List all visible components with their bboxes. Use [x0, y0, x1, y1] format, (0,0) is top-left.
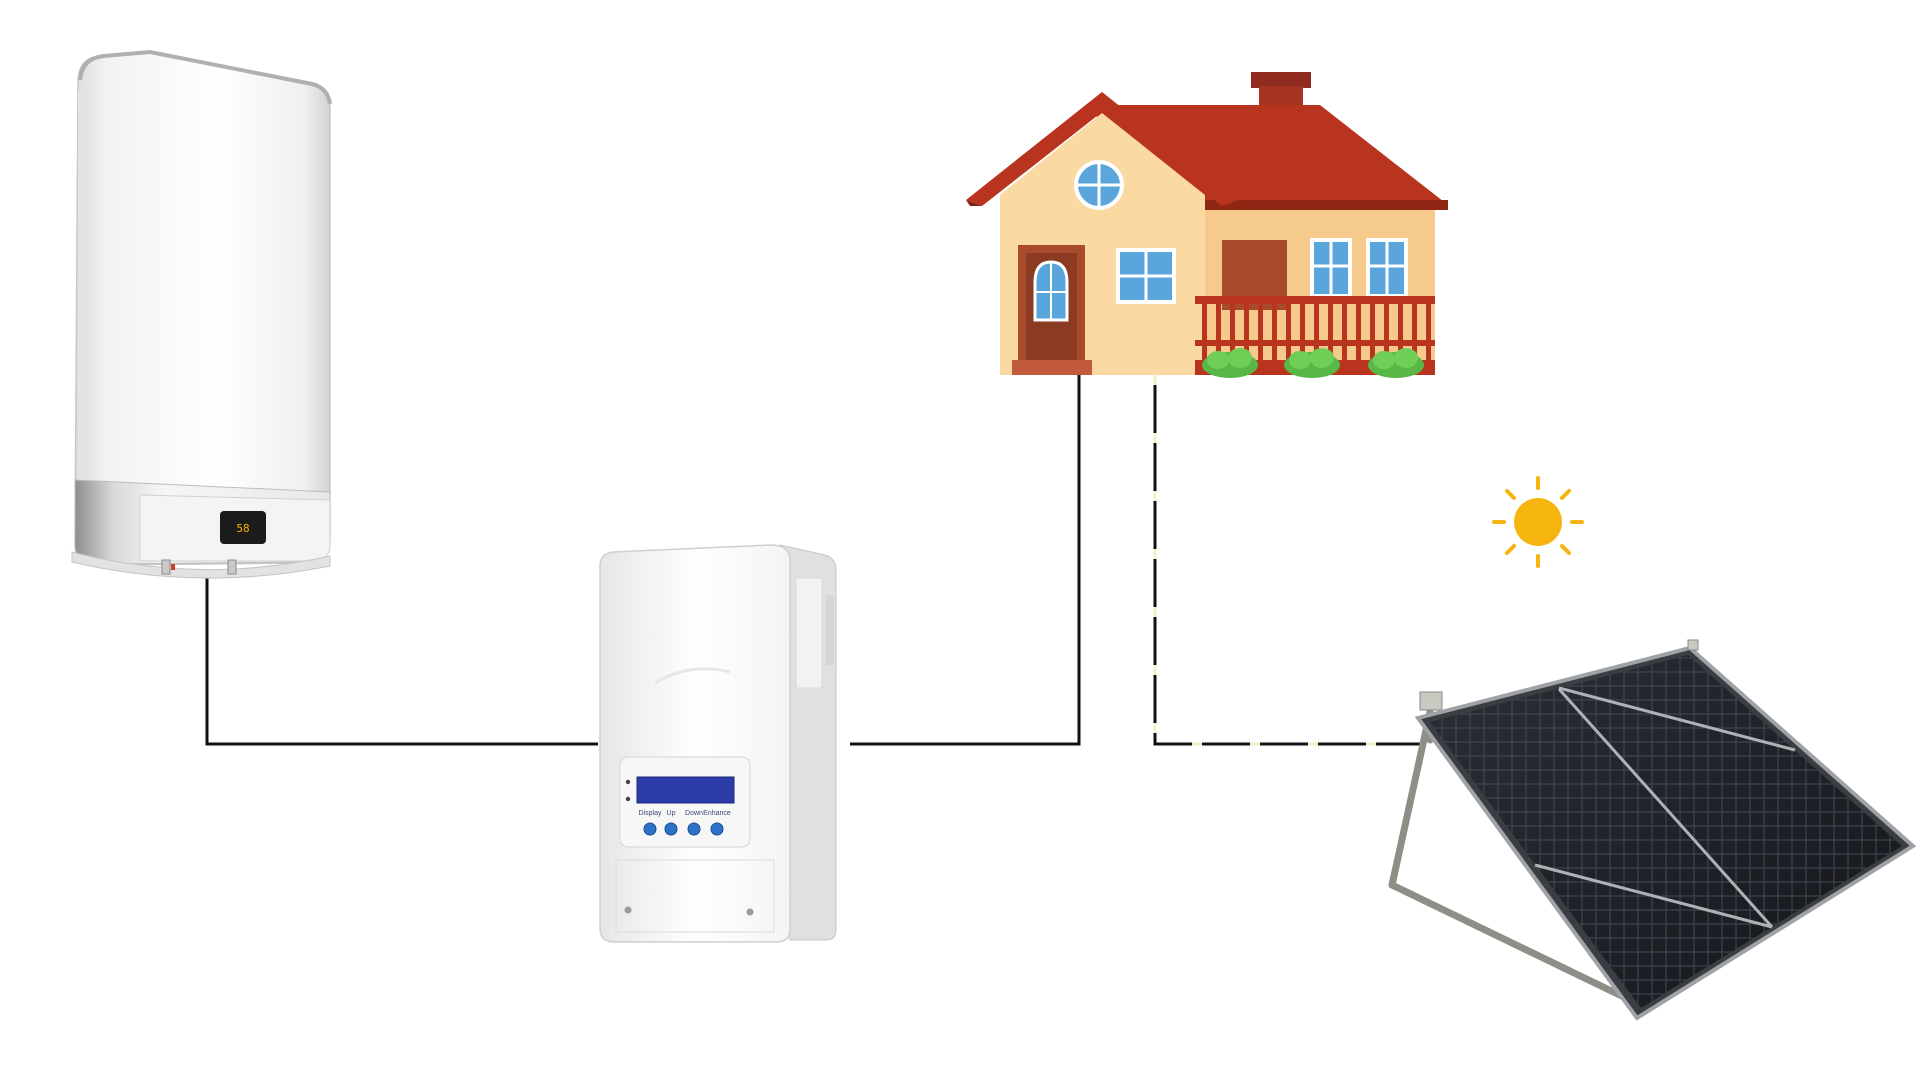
wire-heater-to-controller [205, 575, 598, 746]
display-button[interactable] [643, 822, 657, 836]
bush-icon [1284, 348, 1340, 378]
attic-window [1074, 160, 1124, 210]
heater-pipe-fittings [161, 559, 237, 575]
button-label-enhance: Enhance [703, 810, 731, 817]
house-window [1366, 238, 1408, 298]
solar-controller: Display Up Down Enhance [599, 544, 837, 943]
button-label-down: Down [685, 810, 703, 817]
wire-controller-to-house [850, 375, 1081, 746]
button-label-up: Up [667, 810, 676, 817]
controller-side-label [795, 577, 823, 689]
heater-display-value: 58 [236, 522, 249, 535]
house-window [1116, 248, 1176, 304]
front-step [1012, 360, 1092, 375]
sun-icon [1492, 476, 1584, 568]
house-window [1310, 238, 1352, 298]
wire-house-to-panel [1153, 375, 1425, 746]
controller-terminal-cover [615, 859, 775, 933]
button-label-display: Display [639, 810, 662, 817]
heater-display: 58 [220, 511, 266, 544]
down-button[interactable] [687, 822, 701, 836]
status-led [625, 796, 631, 802]
enhance-button[interactable] [710, 822, 724, 836]
water-heater: 58 [71, 49, 332, 579]
status-led [625, 779, 631, 785]
screw-icon [624, 906, 632, 914]
power-flow-dashes [1153, 375, 1425, 746]
bush-icon [1202, 348, 1258, 378]
house-front-door [1018, 245, 1085, 373]
up-button[interactable] [664, 822, 678, 836]
controller-lcd [636, 776, 735, 804]
solar-panel [1388, 639, 1917, 1021]
bush-icon [1368, 348, 1424, 378]
screw-icon [746, 908, 754, 916]
house [966, 72, 1448, 378]
